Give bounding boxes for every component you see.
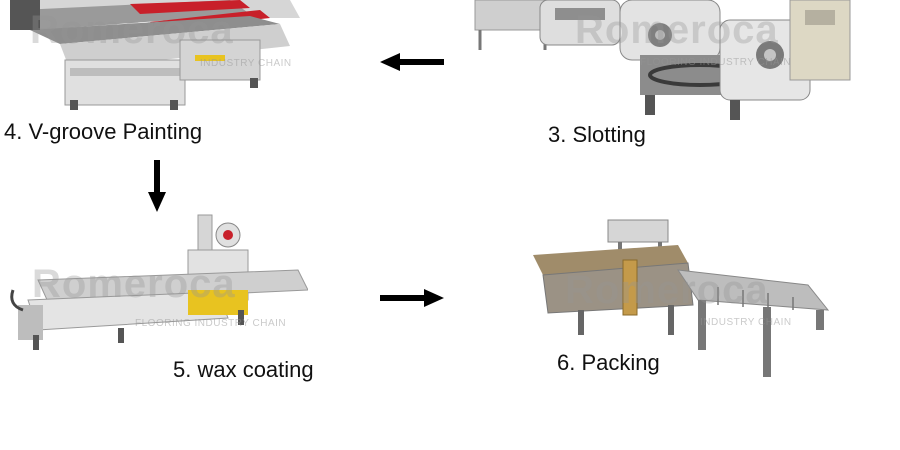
arrow-left-icon	[380, 53, 444, 71]
v-groove-painting-machine	[10, 0, 300, 110]
arrow-down-icon	[148, 160, 166, 212]
step-label-wax-coating: 5. wax coating	[173, 357, 314, 382]
slotting-machine	[474, 0, 851, 120]
packing-machine	[533, 219, 830, 377]
step-label-slotting: 3. Slotting	[548, 122, 646, 147]
arrow-right-icon	[380, 289, 444, 307]
step-label-v-groove-painting: 4. V-groove Painting	[4, 119, 203, 144]
wax-coating-machine	[10, 214, 308, 350]
step-label-packing: 6. Packing	[557, 350, 660, 375]
